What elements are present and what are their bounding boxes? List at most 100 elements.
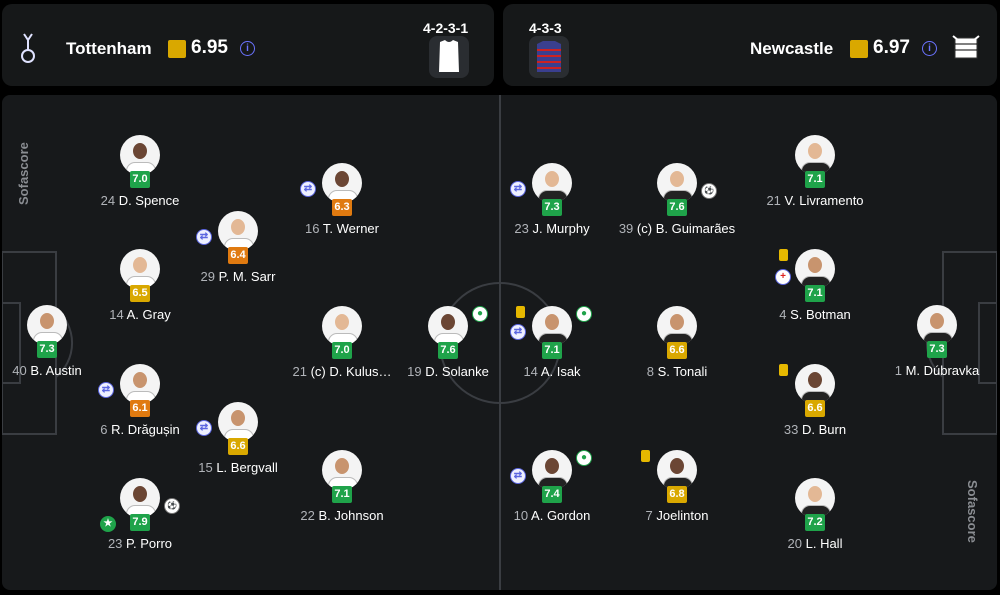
player-name-line: 21 (c) D. Kulus… xyxy=(242,364,442,379)
injury-icon: + xyxy=(775,269,791,285)
player-name: S. Tonali xyxy=(657,364,708,379)
player-name-line: 16 T. Werner xyxy=(242,221,442,236)
player-name: V. Livramento xyxy=(784,193,864,208)
substitution-icon: ⇄ xyxy=(98,382,114,398)
player-name-line: 39 (c) B. Guimarães xyxy=(577,221,777,236)
yellow-card-icon xyxy=(516,306,525,318)
home-formation: 4-2-3-1 xyxy=(423,20,469,36)
player-rating: 6.8 xyxy=(667,486,687,503)
player-number: 29 xyxy=(200,269,215,284)
player-number: 21 xyxy=(766,193,781,208)
away-shirt-icon xyxy=(537,41,561,72)
yellow-card-icon xyxy=(779,249,788,261)
home-rating-badge xyxy=(168,40,186,58)
player-avatar xyxy=(795,364,835,404)
sofascore-brand-right: Sofascore xyxy=(965,480,980,543)
player-rating: 7.1 xyxy=(805,171,825,188)
player-name: T. Werner xyxy=(322,221,379,236)
player-rating: 7.0 xyxy=(130,171,150,188)
player-name: A. Gray xyxy=(126,307,171,322)
player-card[interactable]: 7.1 21 V. Livramento xyxy=(745,135,885,221)
player-name-line: 1 M. Dúbravka xyxy=(837,363,1000,378)
player-name-line: 33 D. Burn xyxy=(715,422,915,437)
player-avatar xyxy=(322,306,362,346)
player-rating: 7.1 xyxy=(542,342,562,359)
newcastle-crest-icon xyxy=(952,35,980,59)
away-info-icon[interactable]: i xyxy=(922,41,937,56)
away-team-name[interactable]: Newcastle xyxy=(750,39,834,58)
player-name: D. Solanke xyxy=(425,364,489,379)
player-name: R. Drăgușin xyxy=(111,422,180,437)
player-rating: 7.6 xyxy=(667,199,687,216)
player-avatar xyxy=(657,450,697,490)
player-name: (c) B. Guimarães xyxy=(636,221,736,236)
substitution-icon: ⇄ xyxy=(196,229,212,245)
player-rating: 7.0 xyxy=(332,342,352,359)
player-number: 4 xyxy=(779,307,787,322)
player-number: 8 xyxy=(646,364,654,379)
player-name: M. Dúbravka xyxy=(905,363,980,378)
player-number: 33 xyxy=(783,422,799,437)
player-name: B. Austin xyxy=(30,363,82,378)
player-rating: 6.6 xyxy=(667,342,687,359)
home-kit xyxy=(429,36,469,78)
player-rating: 7.3 xyxy=(37,341,57,358)
home-info-icon[interactable]: i xyxy=(240,41,255,56)
player-avatar xyxy=(917,305,957,345)
player-number: 39 xyxy=(618,221,634,236)
home-shirt-icon xyxy=(439,40,459,72)
yellow-card-icon xyxy=(779,364,788,376)
player-avatar xyxy=(322,450,362,490)
player-rating: 6.1 xyxy=(130,400,150,417)
player-name: D. Spence xyxy=(118,193,180,208)
player-rating: 7.2 xyxy=(805,514,825,531)
player-rating: 7.3 xyxy=(542,199,562,216)
player-avatar xyxy=(120,364,160,404)
player-number: 14 xyxy=(523,364,538,379)
player-avatar xyxy=(428,306,468,346)
player-name: P. M. Sarr xyxy=(218,269,276,284)
player-rating: 6.5 xyxy=(130,285,150,302)
player-name-line: 22 B. Johnson xyxy=(242,508,442,523)
player-card[interactable]: 6.6 8 S. Tonali xyxy=(607,306,747,392)
player-name: A. Gordon xyxy=(531,508,591,523)
player-number: 7 xyxy=(645,508,653,523)
substitution-icon: ⇄ xyxy=(300,181,316,197)
player-number: 19 xyxy=(407,364,422,379)
yellow-card-icon xyxy=(641,450,650,462)
player-name: S. Botman xyxy=(790,307,851,322)
away-formation: 4-3-3 xyxy=(529,20,562,36)
player-name-line: 23 P. Porro xyxy=(40,536,240,551)
goal-icon: ● xyxy=(576,306,592,322)
player-rating: 7.3 xyxy=(927,341,947,358)
assist-icon: ⚽ xyxy=(164,498,180,514)
away-rating-badge xyxy=(850,40,868,58)
player-name-line: 15 L. Bergvall xyxy=(138,460,338,475)
player-card[interactable]: 6.8 7 Joelinton xyxy=(607,450,747,536)
player-number: 21 xyxy=(292,364,307,379)
player-avatar xyxy=(532,306,572,346)
home-team-name[interactable]: Tottenham xyxy=(66,39,152,58)
player-name-line: 29 P. M. Sarr xyxy=(138,269,338,284)
player-name: Joelinton xyxy=(656,508,709,523)
player-name: D. Burn xyxy=(802,422,847,437)
